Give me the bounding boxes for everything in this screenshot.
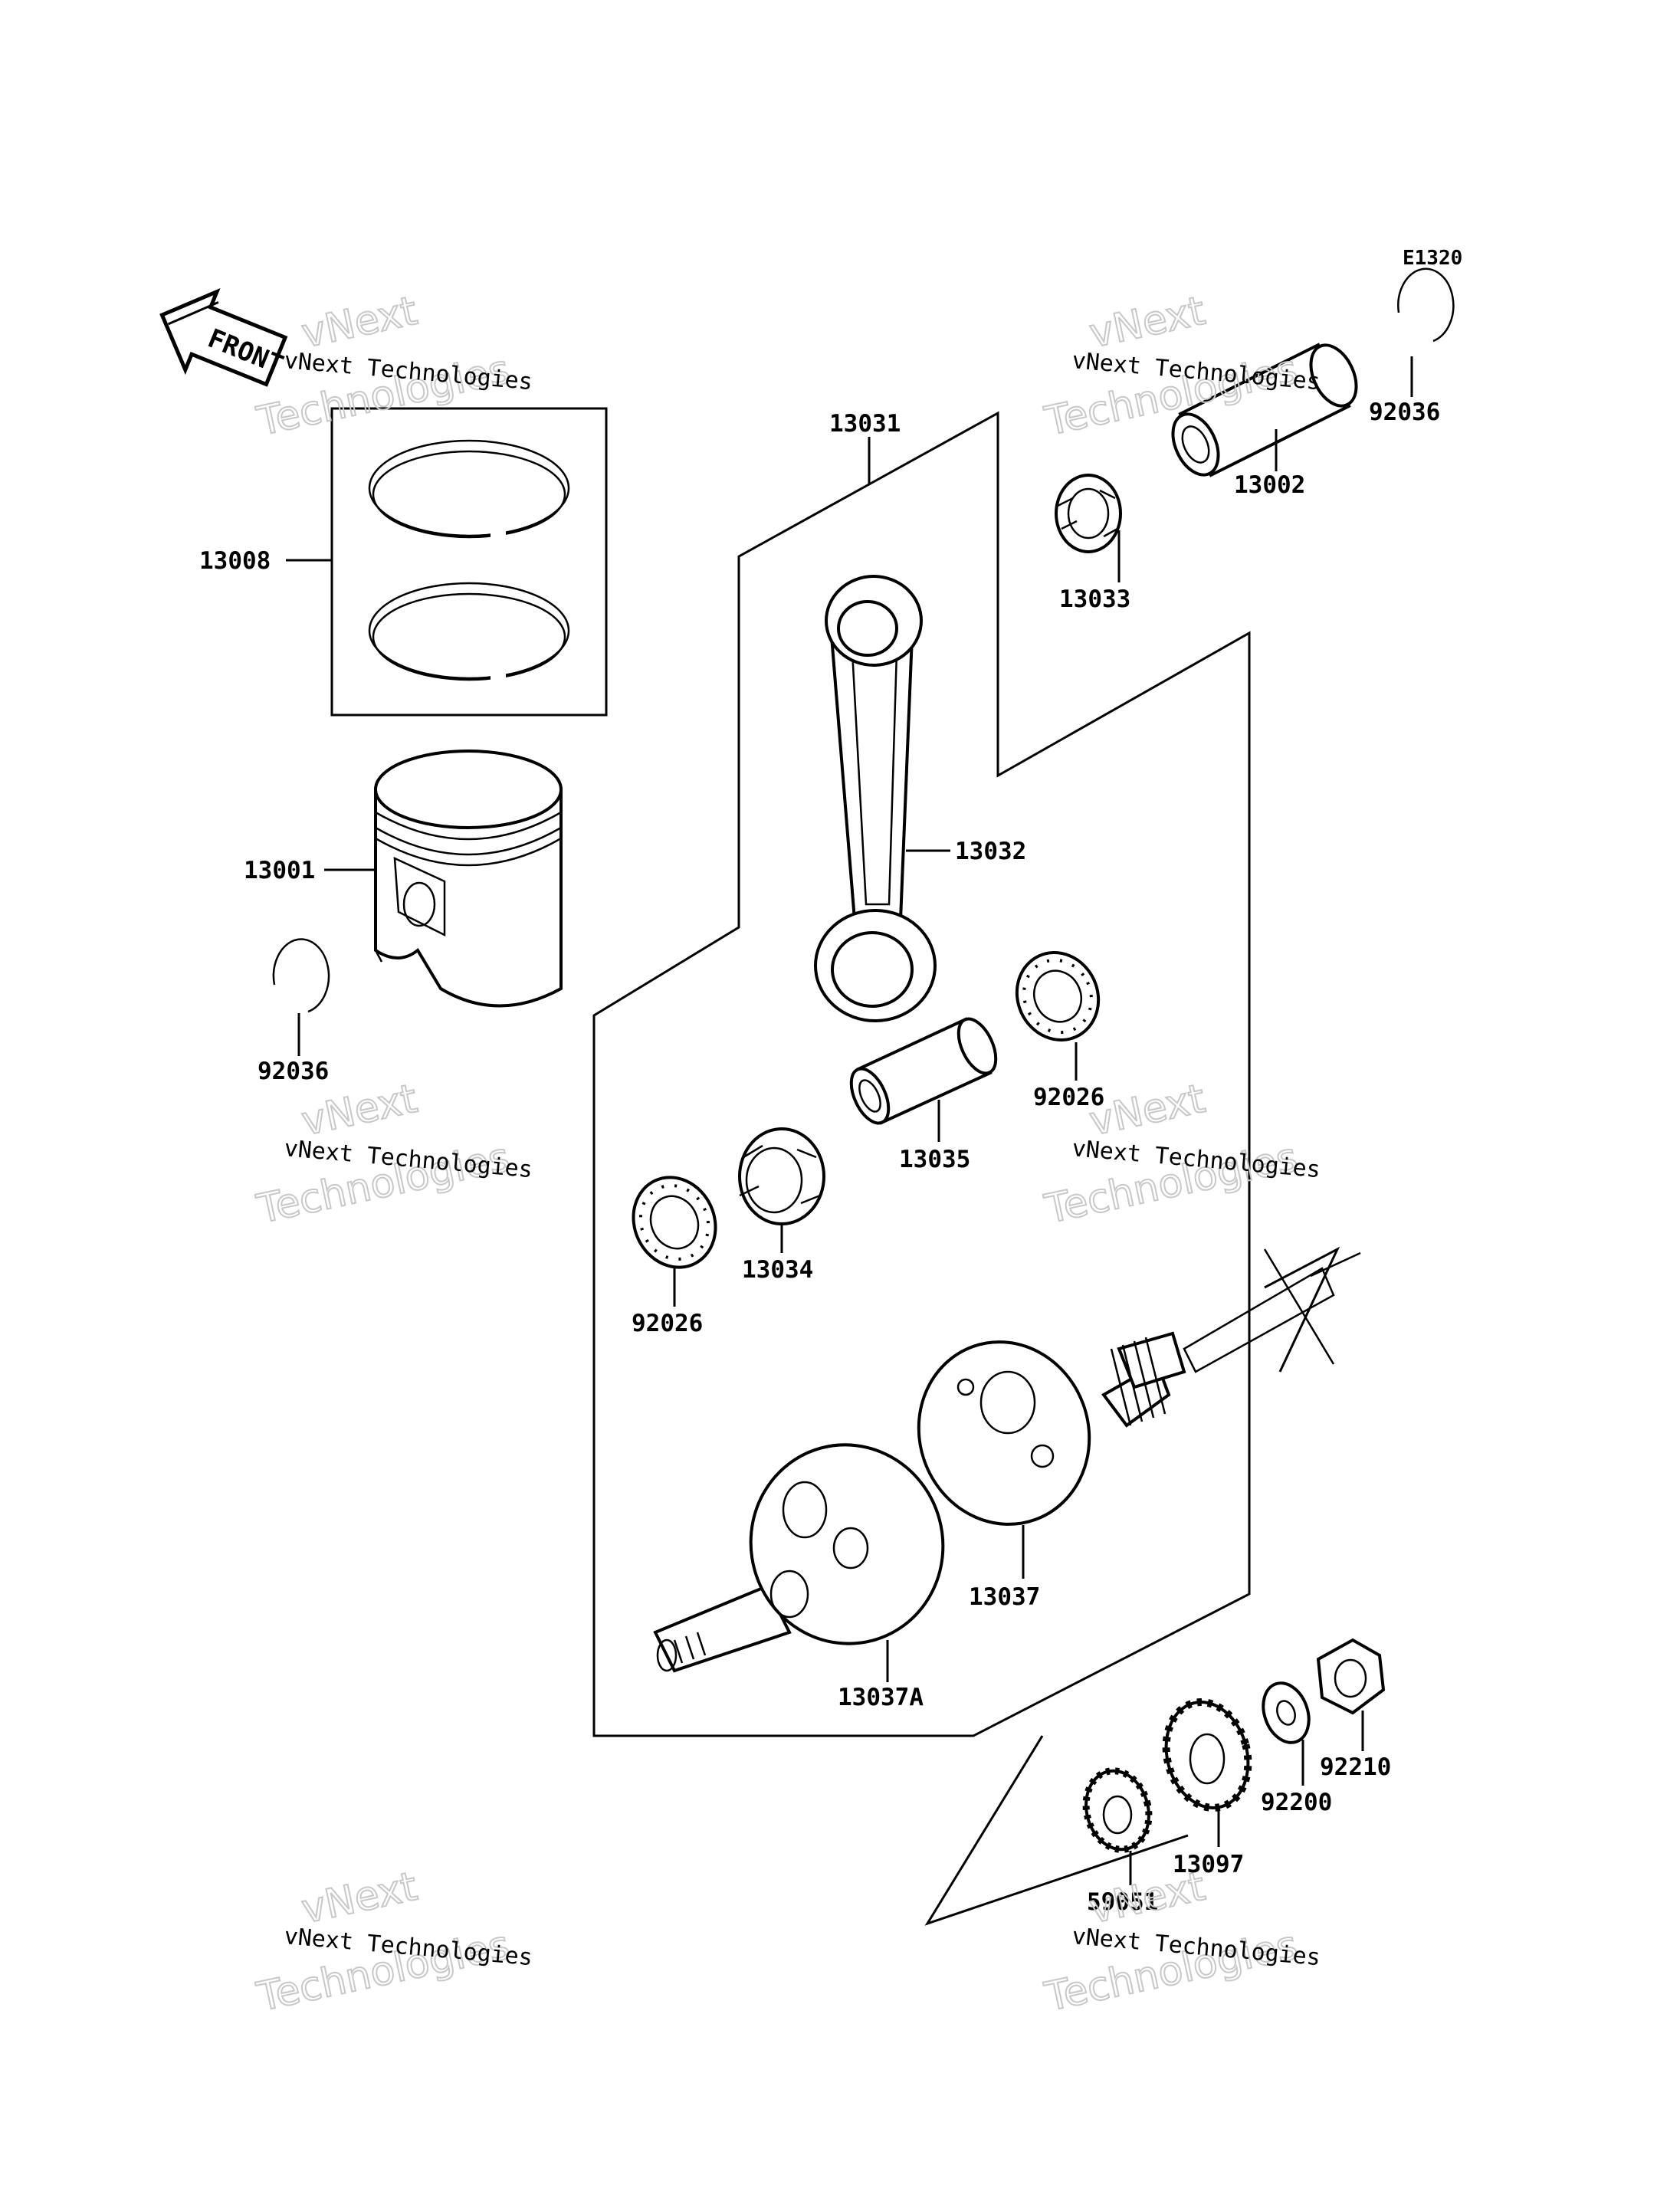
crankshaft-left-half bbox=[653, 1443, 945, 1673]
label-92210: 92210 bbox=[1320, 1753, 1391, 1781]
gear-small-icon bbox=[1082, 1767, 1153, 1853]
connecting-rod bbox=[814, 575, 937, 1022]
label-13001: 13001 bbox=[244, 857, 315, 884]
piston bbox=[374, 750, 563, 1008]
thrust-washer-right bbox=[1015, 951, 1101, 1041]
gear-group-bracket bbox=[924, 1735, 1189, 1926]
svg-text:vNext: vNext bbox=[297, 288, 421, 357]
label-13032: 13032 bbox=[955, 838, 1026, 865]
crankshaft-assembly-outline bbox=[592, 411, 1251, 1737]
label-13002: 13002 bbox=[1234, 471, 1305, 499]
svg-text:vNext: vNext bbox=[1085, 288, 1209, 357]
svg-text:vNext: vNext bbox=[297, 1864, 421, 1933]
piston-rings bbox=[330, 407, 608, 717]
label-13033: 13033 bbox=[1059, 586, 1130, 613]
label-13008: 13008 bbox=[199, 547, 271, 575]
nut-icon bbox=[1316, 1638, 1386, 1715]
crank-pin bbox=[849, 1017, 998, 1125]
needle-bearing-top bbox=[1055, 474, 1122, 553]
label-59051: 59051 bbox=[1087, 1888, 1158, 1916]
label-13097: 13097 bbox=[1173, 1851, 1244, 1878]
svg-text:vNext: vNext bbox=[1085, 1864, 1209, 1933]
crankshaft-right-half bbox=[917, 1248, 1361, 1526]
thrust-washer-left bbox=[632, 1176, 717, 1269]
washer-icon bbox=[1262, 1681, 1311, 1744]
gear-large-icon bbox=[1162, 1698, 1252, 1812]
label-92036-right: 92036 bbox=[1369, 399, 1440, 426]
label-92026-right: 92026 bbox=[1033, 1084, 1104, 1111]
label-13034: 13034 bbox=[742, 1256, 813, 1284]
svg-text:vNext: vNext bbox=[297, 1076, 421, 1145]
front-arrow-icon: FRONT bbox=[159, 287, 288, 387]
circlip-left-icon bbox=[272, 938, 330, 1013]
label-13035: 13035 bbox=[899, 1146, 970, 1173]
needle-bearing-bottom bbox=[738, 1127, 825, 1225]
label-92200: 92200 bbox=[1261, 1789, 1332, 1816]
shaft-group-bracket bbox=[1264, 1246, 1340, 1373]
label-13037A: 13037A bbox=[838, 1684, 924, 1711]
piston-pin bbox=[1171, 343, 1358, 477]
circlip-right-icon bbox=[1397, 267, 1455, 343]
label-92026-left: 92026 bbox=[632, 1310, 703, 1337]
label-13037: 13037 bbox=[969, 1583, 1040, 1611]
diagram-code: E1320 bbox=[1403, 247, 1462, 270]
label-13031: 13031 bbox=[829, 410, 901, 438]
label-92036-left: 92036 bbox=[258, 1058, 329, 1085]
